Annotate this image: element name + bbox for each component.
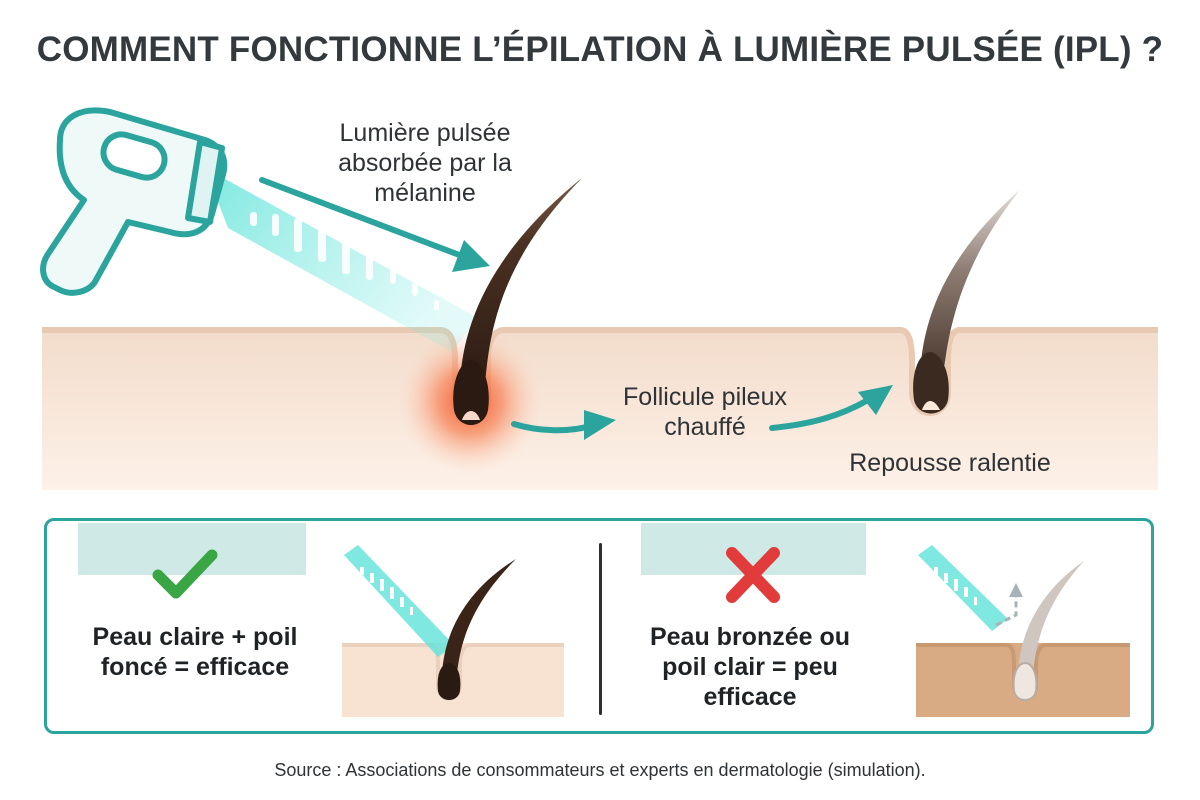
arrow-regrowth [769,385,893,431]
panel-tab-good [78,523,306,575]
label-light-absorbed: Lumière pulsée absorbée par la mélanine [338,119,512,207]
check-icon [152,549,218,599]
panel-divider [599,543,602,715]
light-beam [205,168,478,352]
source-note: Source : Associations de consommateurs e… [274,760,926,780]
label-regrowth-slowed: Repousse ralentie [849,449,1051,477]
ipl-device-icon [40,107,228,296]
tan-skin-light-hair-illustration [916,545,1130,717]
ipl-diagram [40,107,1158,490]
cross-icon [726,547,780,603]
arrow-light-to-hair [259,177,490,272]
arrow-follicle [511,410,616,440]
light-skin-dark-hair-illustration [342,545,564,717]
dark-hair [453,178,582,425]
verdict-bad-text: Peau bronzée ou poil clair = peu efficac… [649,623,851,711]
verdict-good-text: Peau claire + poil foncé = efficace [92,623,298,681]
faded-hair [913,190,1020,414]
page-title: COMMENT FONCTIONNE L’ÉPILATION À LUMIÈRE… [36,30,1164,69]
label-follicle-heated: Follicule pileux chauffé [623,383,787,441]
